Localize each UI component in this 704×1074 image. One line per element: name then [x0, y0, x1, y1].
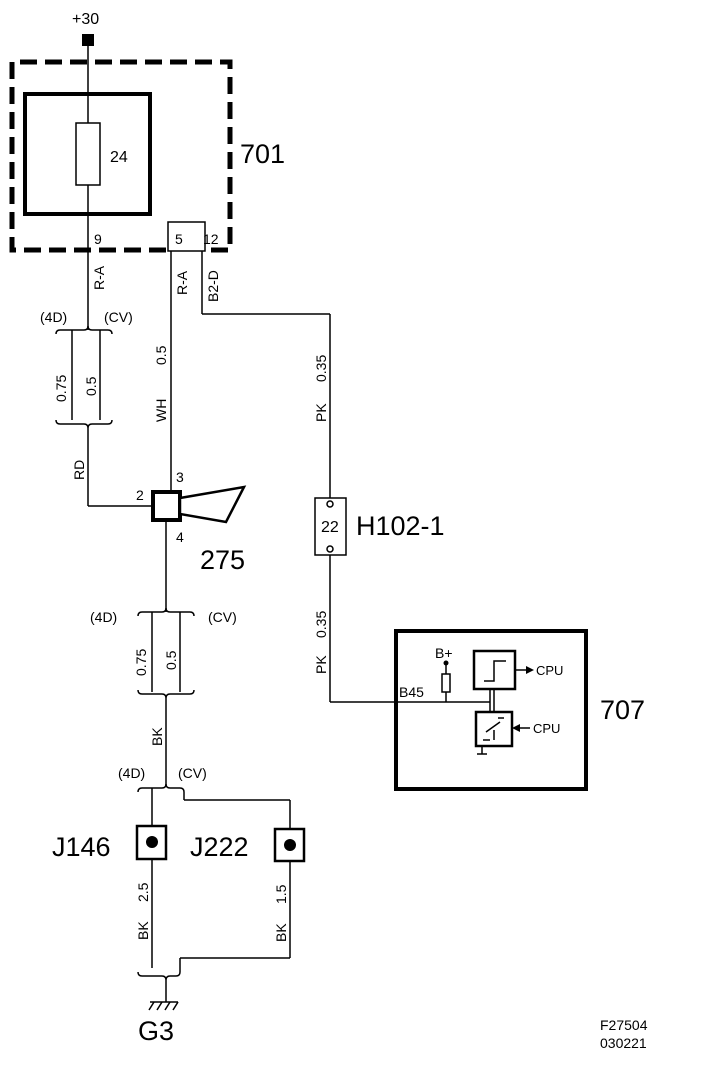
square-wave-icon: [484, 660, 506, 682]
variant-a-bottom-brace: [55, 419, 113, 429]
arrow-right-icon: [526, 666, 534, 674]
driver-block: [474, 710, 514, 748]
module-707-cpu2: CPU: [533, 721, 560, 736]
variant-b-top-brace: [137, 607, 195, 617]
pin-9: 9: [94, 231, 102, 247]
variant-b-bottom-brace: [137, 689, 195, 699]
figure-code: F27504: [600, 1017, 648, 1033]
module-707-box: [394, 629, 588, 791]
pin-275-2: 2: [136, 487, 144, 503]
module-701-inner-box: [23, 92, 152, 216]
variant-c-cv: (CV): [178, 765, 207, 781]
ground-label: G3: [138, 1016, 174, 1046]
splice-j222-label: J222: [190, 832, 249, 862]
variant-b-size-cv: 0.5: [163, 650, 179, 670]
pullup-resistor: [441, 673, 451, 693]
pin-275-3: 3: [176, 469, 184, 485]
variant-b-4d: (4D): [90, 609, 117, 625]
variant-a-size-4d: 0.75: [53, 375, 69, 402]
wire-bk-color: BK: [149, 727, 165, 746]
variant-a-cv: (CV): [104, 309, 133, 325]
horn-275-body: [151, 490, 182, 522]
wire-pk2-size: 0.35: [313, 611, 329, 638]
splice-j222-dot: [284, 839, 296, 851]
connector-h102-bottom-pin: [326, 545, 334, 553]
wire-5-color: R-A: [174, 270, 190, 295]
ground-icon: [148, 1001, 179, 1011]
module-707-cpu1: CPU: [536, 663, 563, 678]
transistor-icon: [483, 717, 504, 741]
pin-12: 12: [203, 231, 219, 247]
wire-pk1-color: PK: [313, 403, 329, 422]
variant-c-brace: [137, 783, 185, 793]
variant-a-top-brace: [55, 325, 113, 335]
arrow-left-icon: [512, 724, 520, 732]
ground-brace: [137, 958, 181, 981]
connector-5-12: [167, 221, 206, 252]
wire-pk1-size: 0.35: [313, 355, 329, 382]
wire-bk25-size: 2.5: [135, 882, 151, 902]
wire-bk25-color: BK: [135, 921, 151, 940]
supply-label: +30: [72, 11, 99, 28]
horn-275-bell: [178, 485, 247, 524]
wire-wh-size: 0.5: [153, 345, 169, 365]
pin-5: 5: [175, 231, 183, 247]
wire-9-color: R-A: [91, 265, 107, 290]
module-275-label: 275: [200, 545, 245, 575]
connector-h102-pin: 22: [321, 519, 339, 536]
supply-terminal: [82, 34, 94, 46]
module-707-bplus: B+: [435, 645, 453, 661]
variant-a-4d: (4D): [40, 309, 67, 325]
module-707-label: 707: [600, 695, 645, 725]
fuse-24-label: 24: [110, 149, 128, 166]
variant-a-size-cv: 0.5: [83, 376, 99, 396]
wire-bk15-size: 1.5: [273, 884, 289, 904]
wire-bk15-color: BK: [273, 923, 289, 942]
pin-275-4: 4: [176, 529, 184, 545]
variant-c-4d: (4D): [118, 765, 145, 781]
wire-wh-color: WH: [153, 399, 169, 422]
wire-12-color: B2-D: [205, 270, 221, 302]
figure-date: 030221: [600, 1035, 647, 1051]
connector-h102-top-pin: [326, 500, 334, 508]
wire-rd-color: RD: [71, 460, 87, 480]
module-701-label: 701: [240, 139, 285, 169]
splice-j146-dot: [146, 836, 158, 848]
variant-b-size-4d: 0.75: [133, 649, 149, 676]
fuse-24: [75, 122, 101, 186]
splice-j146-label: J146: [52, 832, 111, 862]
module-707-pin: B45: [399, 684, 424, 700]
connector-h102-label: H102-1: [356, 511, 445, 541]
module-701-outline: [9, 59, 233, 253]
variant-b-cv: (CV): [208, 609, 237, 625]
wire-pk2-color: PK: [313, 655, 329, 674]
